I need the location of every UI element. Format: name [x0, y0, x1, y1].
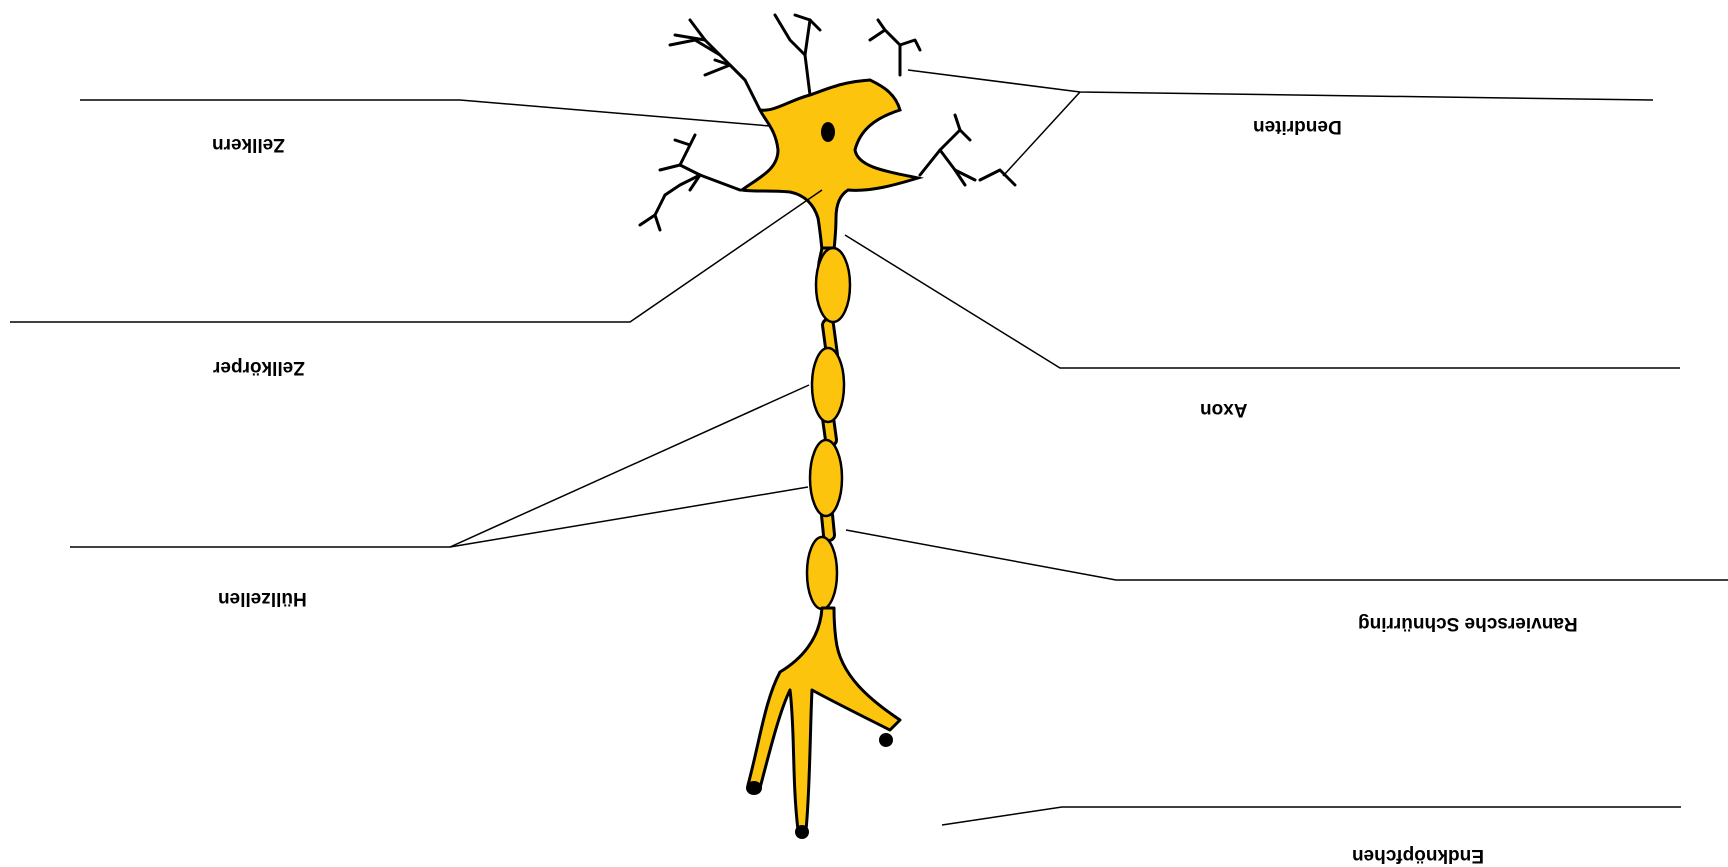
label-huellzellen: Hüllzellen	[218, 587, 307, 609]
label-endknoepfchen: Endknöpfchen	[1352, 844, 1484, 866]
label-dendriten: Dendriten	[1253, 115, 1342, 137]
terminal-bouton-1	[746, 781, 762, 795]
terminal-bouton-2	[795, 825, 809, 839]
label-ranviersche: Ranviersche Schnürring	[1358, 612, 1578, 634]
label-zellkoerper: Zellkörper	[213, 356, 305, 378]
terminal-bouton-3	[879, 733, 893, 747]
label-axon: Axon	[1200, 398, 1248, 420]
cell-nucleus	[821, 122, 835, 142]
label-zellkern: Zellkern	[212, 133, 285, 155]
